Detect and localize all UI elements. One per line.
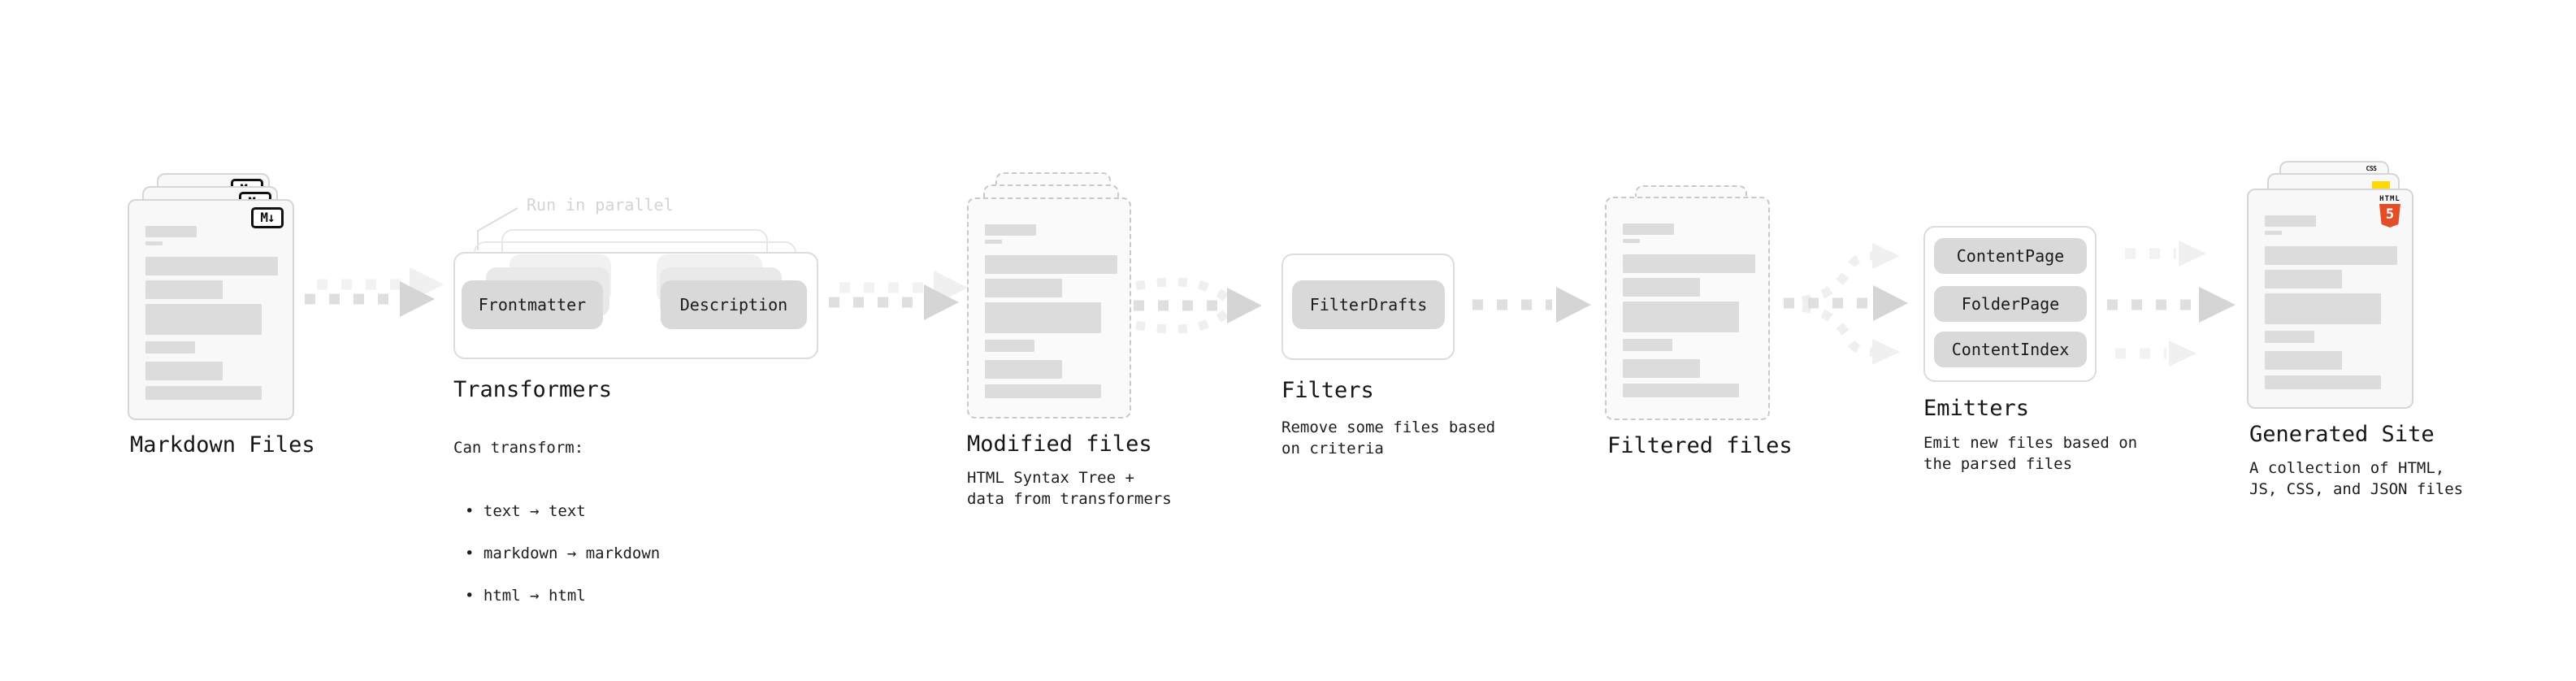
modified-file-doc-front: [967, 197, 1131, 419]
arrow-emitters-to-generated: [2107, 241, 2236, 367]
document-content-lines: [145, 226, 278, 400]
filtered-file-doc-front: [1605, 197, 1770, 420]
filters-caption: Remove some files based on criteria: [1281, 419, 1496, 458]
generated-site-doc-front: HTML 5: [2247, 189, 2413, 409]
document-content-lines: [1623, 223, 1755, 397]
document-content-lines: [985, 224, 1117, 398]
transformers-caption-heading: Can transform:: [453, 439, 584, 457]
contentindex-pill: ContentIndex: [1934, 332, 2087, 367]
emitters-caption: Emit new files based on the parsed files: [1923, 434, 2138, 473]
folderpage-pill: FolderPage: [1934, 286, 2087, 322]
transformers-caption: Can transform: • text → text • markdown …: [453, 416, 660, 648]
css-badge-text: CSS: [2366, 165, 2377, 172]
filtered-files-label: Filtered files: [1607, 433, 1793, 458]
html5-badge-text: HTML: [2379, 195, 2400, 203]
arrow-filters-to-filtered: [1472, 287, 1591, 323]
js-badge: [2372, 181, 2390, 189]
arrow-filtered-to-emitters: [1784, 243, 1908, 365]
html5-badge: HTML 5: [2377, 195, 2403, 228]
filterdrafts-pill: FilterDrafts: [1292, 280, 1445, 329]
bullet-text-to-text: • text → text: [465, 502, 586, 520]
generated-site-caption: A collection of HTML, JS, CSS, and JSON …: [2249, 459, 2464, 498]
modified-files-label: Modified files: [967, 432, 1152, 457]
contentpage-pill: ContentPage: [1934, 238, 2087, 274]
markdown-file-doc-front: M↓: [128, 199, 294, 420]
modified-files-caption: HTML Syntax Tree + data from transformer…: [967, 469, 1172, 508]
arrow-modified-to-filters: [1134, 277, 1262, 334]
bullet-html-to-html: • html → html: [465, 587, 586, 605]
arrow-markdown-to-transformers: [305, 267, 444, 317]
run-in-parallel-note: Run in parallel: [527, 195, 674, 215]
markdown-files-label: Markdown Files: [130, 432, 315, 458]
document-content-lines: [2265, 215, 2397, 389]
transformers-caption-bullets: • text → text • markdown → markdown • ht…: [453, 479, 660, 627]
filters-label: Filters: [1281, 378, 1374, 403]
markdown-badge: M↓: [251, 207, 284, 228]
transformers-label: Transformers: [453, 377, 613, 402]
html5-shield-icon: 5: [2379, 204, 2400, 228]
description-pill: Description: [661, 280, 807, 329]
generated-site-label: Generated Site: [2249, 422, 2435, 447]
bullet-markdown-to-markdown: • markdown → markdown: [465, 544, 661, 562]
frontmatter-pill: Frontmatter: [462, 280, 603, 329]
arrow-transformers-to-modified: [829, 271, 968, 320]
emitters-label: Emitters: [1923, 396, 2030, 421]
